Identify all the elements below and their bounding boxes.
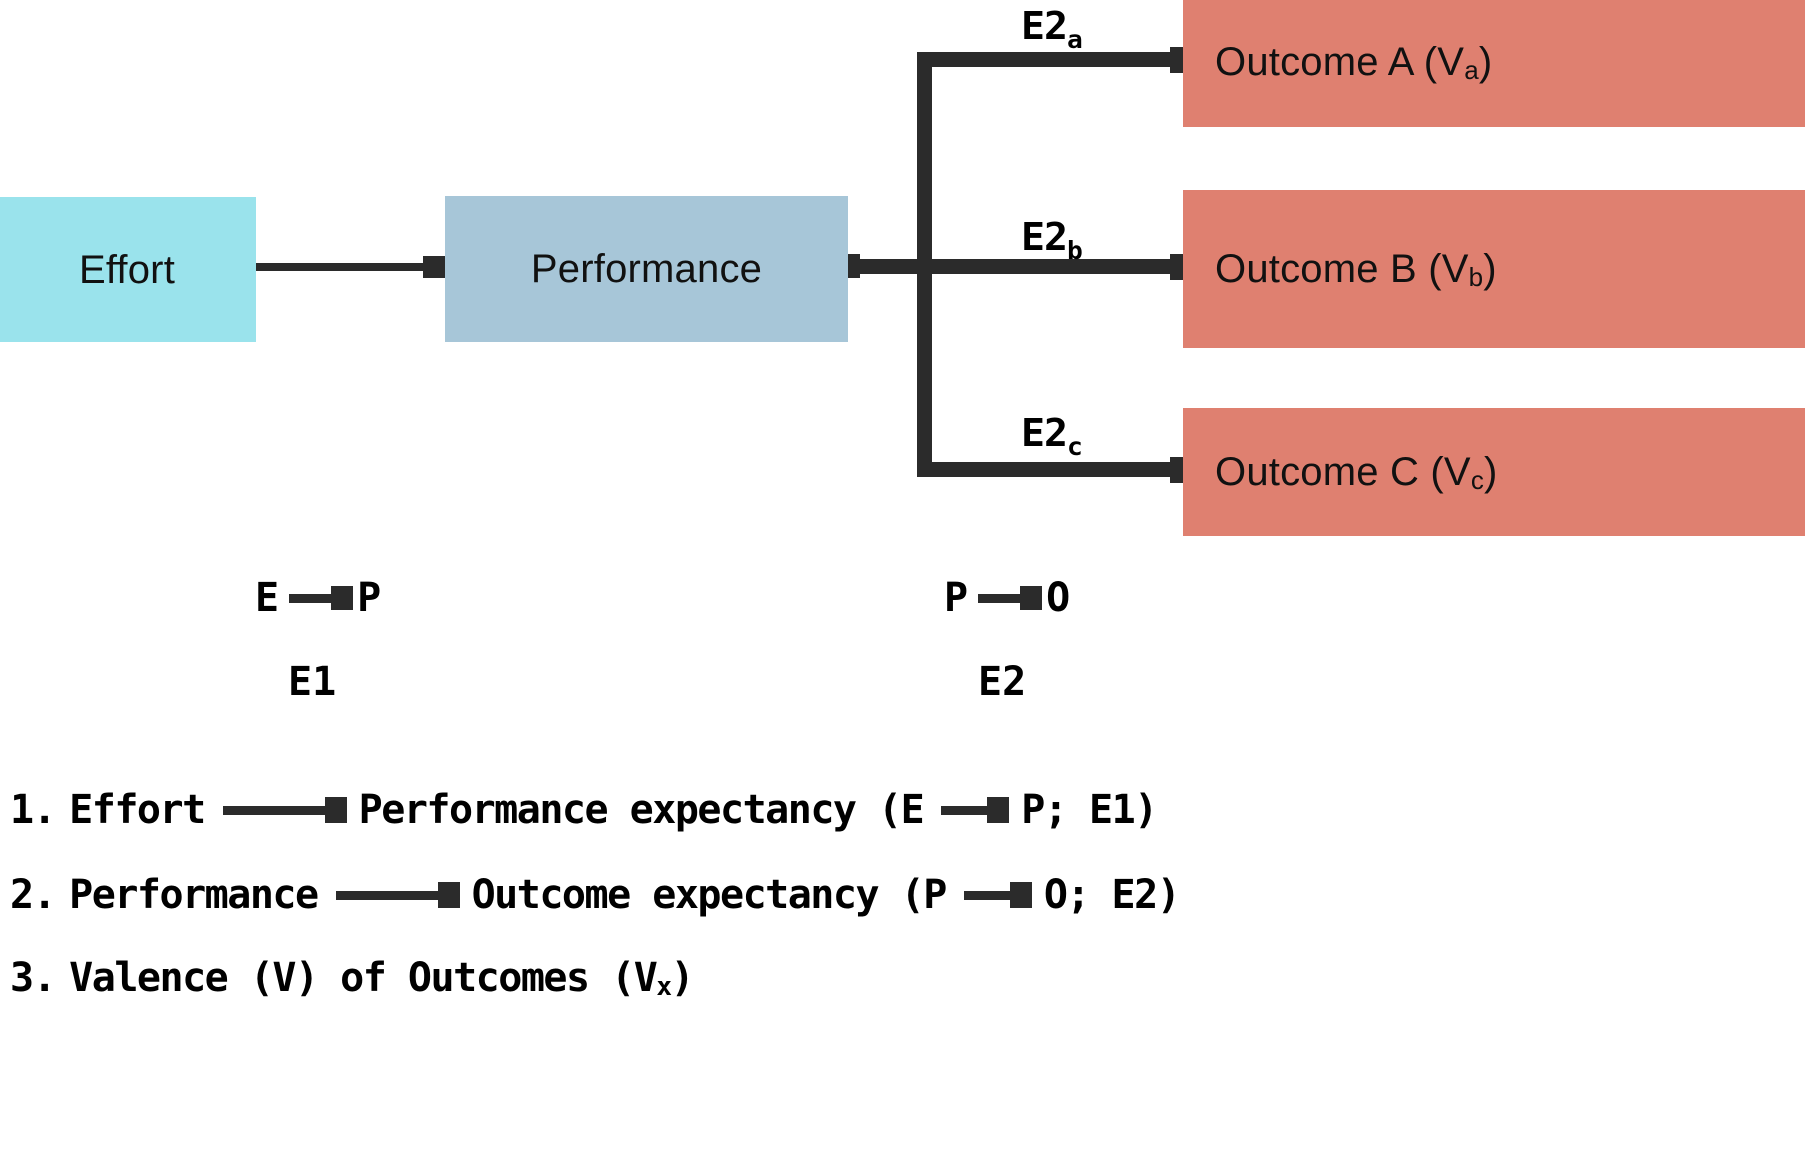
node-effort-label: Effort — [78, 247, 176, 292]
legend-item-3-number: 3. — [10, 955, 57, 1001]
legend-item-2-part-a: Performance — [69, 872, 319, 918]
edge-label-instrumentality-a-subscript: a — [1066, 25, 1083, 54]
edge-performance-trunk — [846, 259, 924, 274]
node-outcome-a-label-close: ) — [1478, 40, 1493, 84]
edge-label-instrumentality-c-text: E2 — [1021, 411, 1068, 455]
node-outcome-c-label-close: ) — [1484, 450, 1498, 494]
arrow-icon — [289, 585, 354, 610]
edge-label-instrumentality-b-text: E2 — [1021, 215, 1068, 259]
annotation-effort-performance-to: P — [357, 575, 382, 621]
legend-item-2-part-c: O; E2) — [1043, 872, 1181, 918]
annotation-performance-outcome-from: P — [944, 575, 969, 621]
edge-label-instrumentality-c-subscript: c — [1066, 432, 1083, 461]
node-outcome-b-subscript: b — [1468, 262, 1484, 292]
node-outcome-a-subscript: a — [1464, 55, 1479, 85]
legend-item-2-part-b: Outcome expectancy (P — [471, 872, 948, 918]
annotation-effort-performance-from: E — [255, 575, 280, 621]
edge-label-instrumentality-b-subscript: b — [1066, 236, 1083, 265]
edge-branch-outcome-a — [917, 52, 1187, 67]
legend-item-3-part-a-close: ) — [670, 955, 694, 1001]
arrow-icon — [978, 585, 1043, 610]
legend-item-3-part-a: Valence (V) of Outcomes (V — [69, 955, 658, 1001]
arrow-icon — [222, 796, 347, 823]
node-performance-label: Performance — [530, 247, 763, 291]
legend-item-2-number: 2. — [10, 872, 57, 918]
annotation-performance-outcome-to: O — [1046, 575, 1071, 621]
node-outcome-b-label: Outcome B (V — [1215, 247, 1469, 291]
legend-item-1-part-a: Effort — [69, 787, 206, 833]
legend-item-1-part-b: Performance expectancy (E — [358, 787, 925, 833]
node-outcome-c-subscript: c — [1470, 465, 1485, 495]
annotation-effort-performance: E P — [255, 578, 381, 618]
annotation-performance-outcome: P O — [944, 578, 1070, 618]
arrow-icon — [941, 796, 1010, 823]
edge-label-instrumentality-a: E2a — [1021, 4, 1083, 52]
edge-label-instrumentality-a-text: E2 — [1021, 4, 1068, 48]
node-effort[interactable]: Effort — [0, 197, 256, 342]
legend-item-3-subscript: x — [656, 972, 672, 1002]
node-performance[interactable]: Performance — [445, 196, 848, 342]
arrow-icon — [963, 881, 1032, 908]
annotation-code-e1: E1 — [288, 659, 337, 705]
edge-label-instrumentality-b: E2b — [1021, 215, 1083, 263]
edge-branch-outcome-c — [917, 462, 1187, 477]
edge-effort-to-performance-shaft — [256, 263, 431, 271]
annotation-code-e2: E2 — [978, 659, 1027, 705]
legend-item-2: 2. Performance Outcome expectancy (P O; … — [10, 872, 1181, 918]
edge-effort-to-performance-arrowhead — [423, 256, 445, 278]
node-outcome-b-label-close: ) — [1483, 247, 1497, 291]
arrow-icon — [335, 881, 460, 908]
edge-label-instrumentality-c: E2c — [1021, 411, 1083, 459]
node-outcome-c-label: Outcome C (V — [1215, 450, 1471, 494]
legend-item-1-part-c: P; E1) — [1021, 787, 1158, 833]
node-outcome-a-label: Outcome A (V — [1215, 40, 1465, 84]
edge-branch-outcome-b — [917, 259, 1187, 274]
legend-item-1-number: 1. — [10, 787, 57, 833]
legend-item-1: 1. Effort Performance expectancy (E P; E… — [10, 787, 1158, 833]
